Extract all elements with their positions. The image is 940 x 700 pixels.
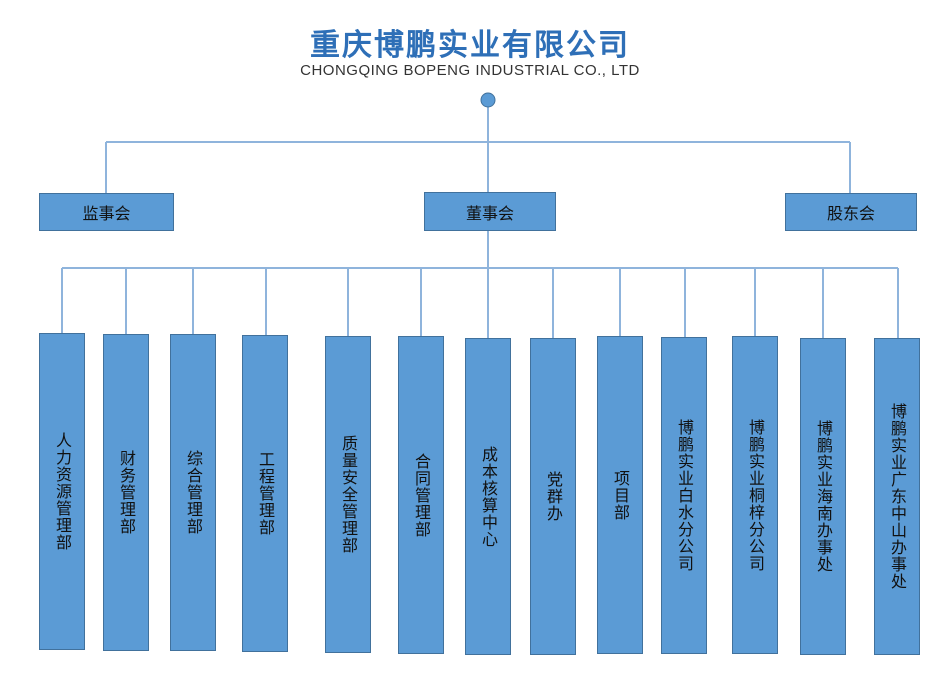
supervisory-board-box: 监事会 <box>39 193 174 231</box>
dept-label: 工程管理部 <box>256 451 275 536</box>
dept-box-projects: 项目部 <box>597 336 643 654</box>
dept-label: 人力资源管理部 <box>53 432 72 551</box>
dept-label: 博鹏实业白水分公司 <box>675 419 694 572</box>
dept-box-hr: 人力资源管理部 <box>39 333 85 650</box>
shareholders-meeting-label: 股东会 <box>826 204 875 223</box>
dept-box-cost-accounting: 成本核算中心 <box>465 338 511 655</box>
dept-label: 博鹏实业广东中山办事处 <box>888 403 907 590</box>
company-english-name: CHONGQING BOPENG INDUSTRIAL CO., LTD <box>300 62 640 79</box>
dept-box-contracts: 合同管理部 <box>398 336 444 654</box>
shareholders-meeting-box: 股东会 <box>785 193 917 231</box>
dept-label: 合同管理部 <box>412 452 431 538</box>
board-of-directors-box: 董事会 <box>424 192 556 231</box>
dept-label: 博鹏实业桐梓分公司 <box>746 418 765 572</box>
dept-box-baishui-branch: 博鹏实业白水分公司 <box>661 337 707 654</box>
dept-label: 博鹏实业海南办事处 <box>814 420 833 573</box>
dept-label: 财务管理部 <box>117 450 136 535</box>
dept-box-tongzi-branch: 博鹏实业桐梓分公司 <box>732 336 778 654</box>
dept-box-quality-safety: 质量安全管理部 <box>325 336 371 653</box>
dept-label: 党群办 <box>544 471 563 522</box>
dept-label: 质量安全管理部 <box>339 435 358 554</box>
dept-box-general: 综合管理部 <box>170 334 216 651</box>
dept-box-finance: 财务管理部 <box>103 334 149 651</box>
supervisory-board-label: 监事会 <box>82 204 131 223</box>
dept-box-zhongshan-office: 博鹏实业广东中山办事处 <box>874 338 920 655</box>
board-of-directors-label: 董事会 <box>465 203 514 223</box>
dept-label: 项目部 <box>611 469 630 521</box>
dept-box-party-office: 党群办 <box>530 338 576 655</box>
dept-box-hainan-office: 博鹏实业海南办事处 <box>800 338 846 655</box>
company-title: 重庆博鹏实业有限公司 <box>310 28 630 63</box>
root-node-dot <box>480 92 496 108</box>
dept-label: 综合管理部 <box>184 450 203 535</box>
dept-label: 成本核算中心 <box>479 445 498 548</box>
dept-box-engineering: 工程管理部 <box>242 335 288 652</box>
